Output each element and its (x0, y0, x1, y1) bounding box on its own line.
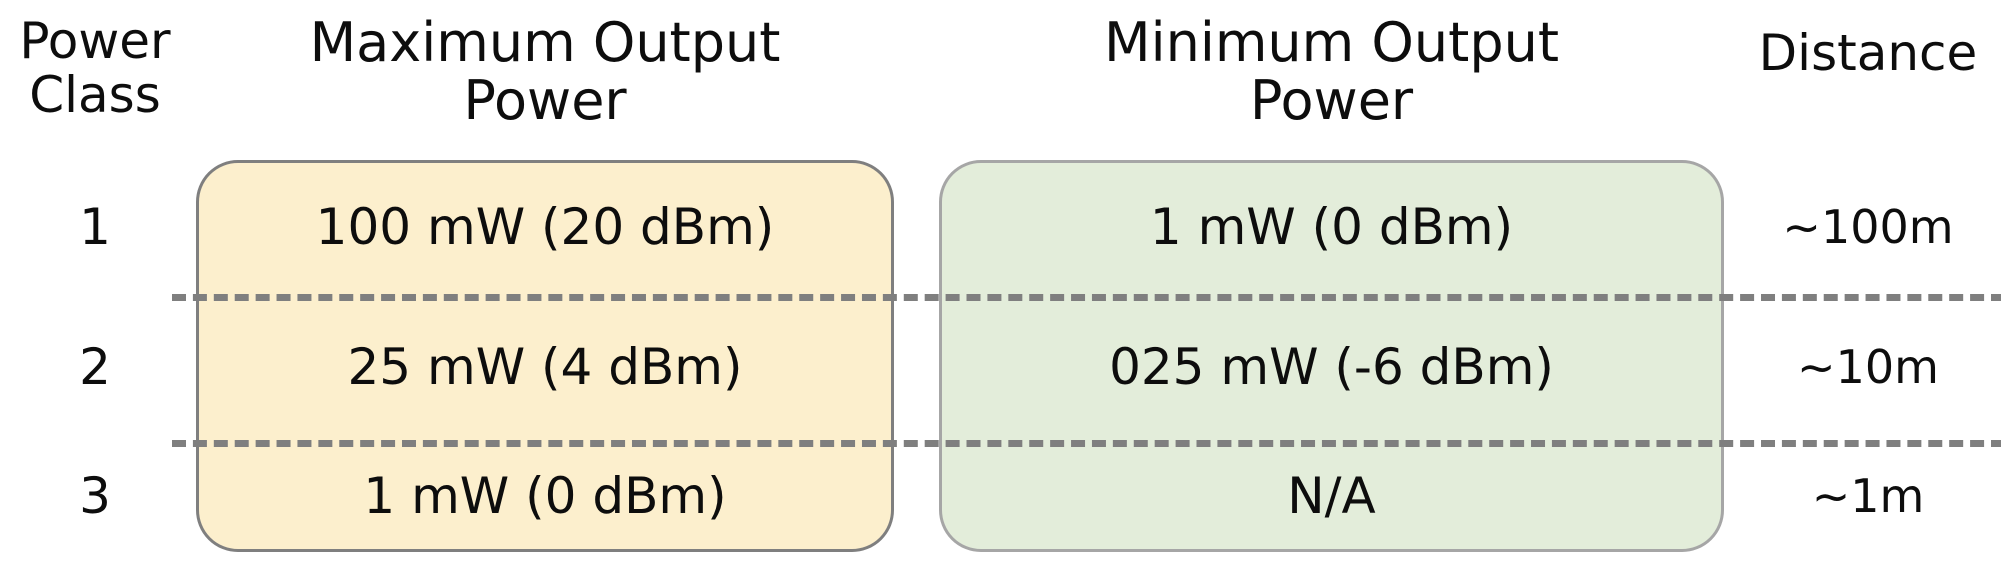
table-row-1-max-output-power: 100 mW (20 dBm) (315, 198, 775, 256)
table-row-1-min-output-power: 1 mW (0 dBm) (1149, 198, 1514, 256)
column-header-power-class: Power Class (19, 12, 171, 124)
column-header-maximum-output-power: Maximum Output Power (309, 11, 781, 133)
table-row-2-power-class: 2 (79, 338, 111, 396)
column-header-distance: Distance (1758, 24, 1978, 82)
table-row-2-min-output-power: 025 mW (-6 dBm) (1109, 338, 1554, 396)
row-divider-1 (172, 294, 2001, 301)
table-row-3-power-class: 3 (79, 467, 111, 525)
row-divider-2 (172, 440, 2001, 447)
table-row-1-distance: ~100m (1782, 200, 1954, 254)
table-row-3-max-output-power: 1 mW (0 dBm) (363, 467, 727, 525)
table-row-2-distance: ~10m (1797, 340, 1939, 394)
max-output-power-column-highlight (196, 160, 894, 552)
min-output-power-column-highlight (939, 160, 1724, 552)
column-header-minimum-output-power: Minimum Output Power (1104, 11, 1559, 133)
table-row-2-max-output-power: 25 mW (4 dBm) (347, 338, 743, 396)
table-row-3-min-output-power: N/A (1287, 467, 1376, 525)
table-row-3-distance: ~1m (1811, 469, 1925, 523)
table-row-1-power-class: 1 (79, 198, 111, 256)
